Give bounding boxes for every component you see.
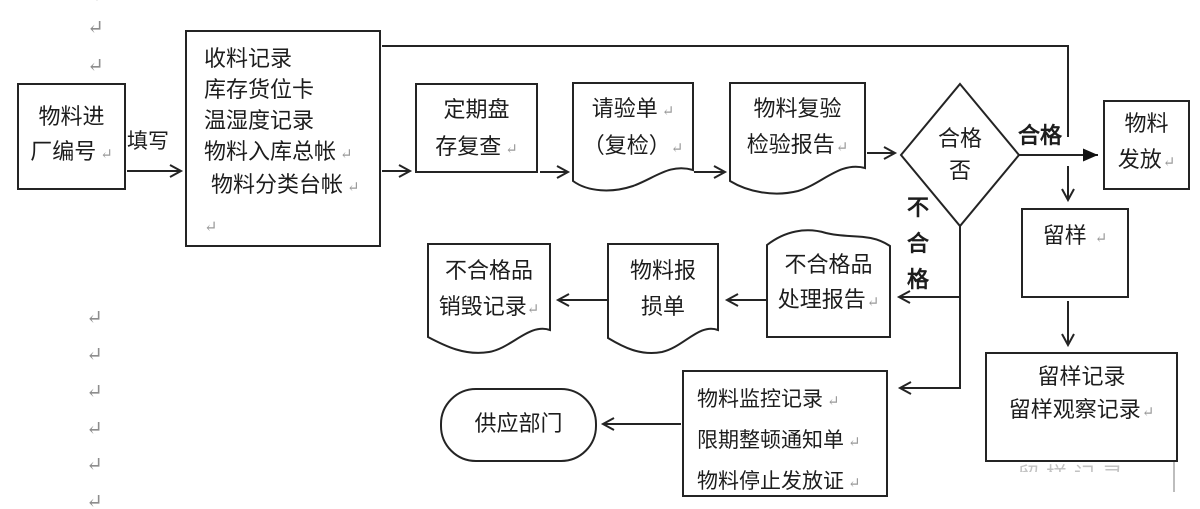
node-material-issue bbox=[1103, 100, 1190, 190]
line: 收料记录 bbox=[204, 47, 293, 72]
arrow-decision-to-monitor bbox=[897, 226, 961, 395]
line: 发放↵ bbox=[1117, 148, 1176, 173]
paragraph-mark-icon: ↵ bbox=[87, 15, 104, 39]
line: 温湿度记录 bbox=[204, 109, 315, 134]
node-sample-retention bbox=[1021, 208, 1129, 298]
node-sample-retention-text: 留样↵ bbox=[1023, 221, 1127, 254]
line: 物料进 bbox=[38, 105, 105, 130]
paragraph-mark-icon: ↵ bbox=[87, 53, 104, 77]
return-mark-icon: ↵ bbox=[661, 102, 675, 120]
line: 厂编号↵ bbox=[30, 140, 113, 165]
node-material-issue-text: 物料 发放↵ bbox=[1105, 107, 1188, 180]
line: 物料复验 bbox=[753, 97, 842, 122]
line: 供应部门 bbox=[474, 412, 563, 437]
node-records-list bbox=[185, 30, 381, 247]
return-mark-icon: ↵ bbox=[526, 300, 540, 318]
node-periodic-inventory-check bbox=[415, 83, 538, 173]
label-unqualified: 不 合 格 bbox=[906, 195, 929, 293]
line: 合格 bbox=[937, 127, 982, 152]
line: 物料 bbox=[1124, 112, 1169, 137]
line: 损单 bbox=[640, 295, 685, 320]
node-monitoring-docs-text: 物料监控记录↵ 限期整顿通知单↵ 物料停止发放证↵ bbox=[697, 380, 887, 503]
doc-shape-destruction-record bbox=[427, 243, 551, 354]
return-mark-icon: ↵ bbox=[1141, 403, 1155, 421]
doc-shape-damage-form bbox=[607, 243, 719, 354]
return-mark-icon: ↵ bbox=[835, 138, 849, 156]
line: 物料监控记录↵ bbox=[697, 387, 840, 411]
line: 否 bbox=[948, 159, 971, 184]
doc-shape-inspection-request bbox=[572, 82, 694, 192]
return-mark-icon: ↵ bbox=[848, 433, 861, 451]
line: 物料入库总帐↵ bbox=[204, 140, 353, 165]
paragraph-mark-icon: ↵ bbox=[86, 489, 103, 509]
line: 物料分类台帐↵ bbox=[211, 173, 360, 198]
paragraph-mark-icon: ↵ bbox=[86, 452, 103, 476]
paragraph-mark-icon: ↵ bbox=[86, 379, 103, 403]
line: 存复查↵ bbox=[435, 135, 518, 160]
line-records-top-to-sample bbox=[382, 45, 1069, 137]
line: 限期整顿通知单↵ bbox=[697, 428, 861, 452]
return-mark-icon: ↵ bbox=[505, 140, 518, 158]
return-mark-icon: ↵ bbox=[827, 392, 840, 410]
return-mark-icon: ↵ bbox=[670, 139, 684, 157]
paragraph-mark-icon: ↵ bbox=[86, 305, 103, 329]
paragraph-mark-icon: ↵ bbox=[90, 0, 107, 5]
ghost-text-fragment: 留样记录 bbox=[1018, 459, 1168, 472]
line: （复检）↵ bbox=[582, 134, 684, 159]
node-periodic-check-text: 定期盘 存复查↵ bbox=[417, 92, 536, 168]
node-material-entry-text: 物料进 厂编号↵ bbox=[19, 100, 124, 172]
line: 请验单↵ bbox=[591, 97, 675, 122]
doc-shape-reinspection-report bbox=[729, 82, 866, 195]
node-sample-records bbox=[985, 352, 1178, 462]
line: 不合格品 bbox=[444, 259, 533, 284]
doc-shape-nonconforming-report bbox=[766, 229, 891, 338]
line: 检验报告↵ bbox=[746, 133, 849, 158]
return-mark-icon: ↵ bbox=[340, 145, 353, 163]
label-fill-in: 填写 bbox=[127, 129, 169, 153]
node-supply-department bbox=[440, 388, 597, 462]
node-nonconforming-report-text: 不合格品 处理报告↵ bbox=[767, 248, 890, 320]
line: 物料报 bbox=[629, 259, 696, 284]
label-qualified: 合格 bbox=[1018, 123, 1063, 149]
paragraph-mark-icon: ↵ bbox=[86, 416, 103, 440]
node-records-text: 收料记录 库存货位卡 温湿度记录 物料入库总帐↵ 物料分类台帐↵ ↵ bbox=[204, 44, 379, 242]
return-mark-icon: ↵ bbox=[1094, 229, 1108, 247]
node-destruction-record-text: 不合格品 销毁记录↵ bbox=[428, 254, 550, 327]
node-sample-records-text: 留样记录 留样观察记录↵ bbox=[987, 361, 1176, 429]
return-mark-icon: ↵ bbox=[347, 178, 360, 196]
line: 留样观察记录↵ bbox=[1008, 398, 1155, 423]
node-damage-form-text: 物料报 损单 bbox=[608, 254, 718, 326]
return-mark-icon: ↵ bbox=[204, 217, 218, 236]
line: 处理报告↵ bbox=[777, 288, 880, 313]
line: 库存货位卡 bbox=[204, 78, 315, 103]
node-reinspection-report-text: 物料复验 检验报告↵ bbox=[730, 92, 865, 165]
line: 定期盘 bbox=[443, 98, 510, 123]
line: 留样↵ bbox=[1042, 224, 1108, 249]
line: 销毁记录↵ bbox=[438, 295, 540, 320]
line: ↵ bbox=[204, 210, 379, 242]
line: 物料停止发放证↵ bbox=[697, 469, 861, 493]
decision-text: 合格 否 bbox=[900, 124, 1020, 188]
node-monitoring-docs bbox=[682, 370, 888, 497]
node-material-entry-number bbox=[17, 83, 126, 190]
line: 留样记录 bbox=[1037, 365, 1126, 390]
paragraph-mark-icon: ↵ bbox=[86, 342, 103, 366]
node-inspection-request-text: 请验单↵ （复检）↵ bbox=[573, 92, 693, 166]
line: 不合格品 bbox=[784, 253, 873, 278]
return-mark-icon: ↵ bbox=[848, 474, 861, 492]
return-mark-icon: ↵ bbox=[866, 293, 880, 311]
return-mark-icon: ↵ bbox=[100, 145, 113, 163]
return-mark-icon: ↵ bbox=[1162, 153, 1176, 171]
node-supply-department-text: 供应部门 bbox=[442, 409, 595, 440]
